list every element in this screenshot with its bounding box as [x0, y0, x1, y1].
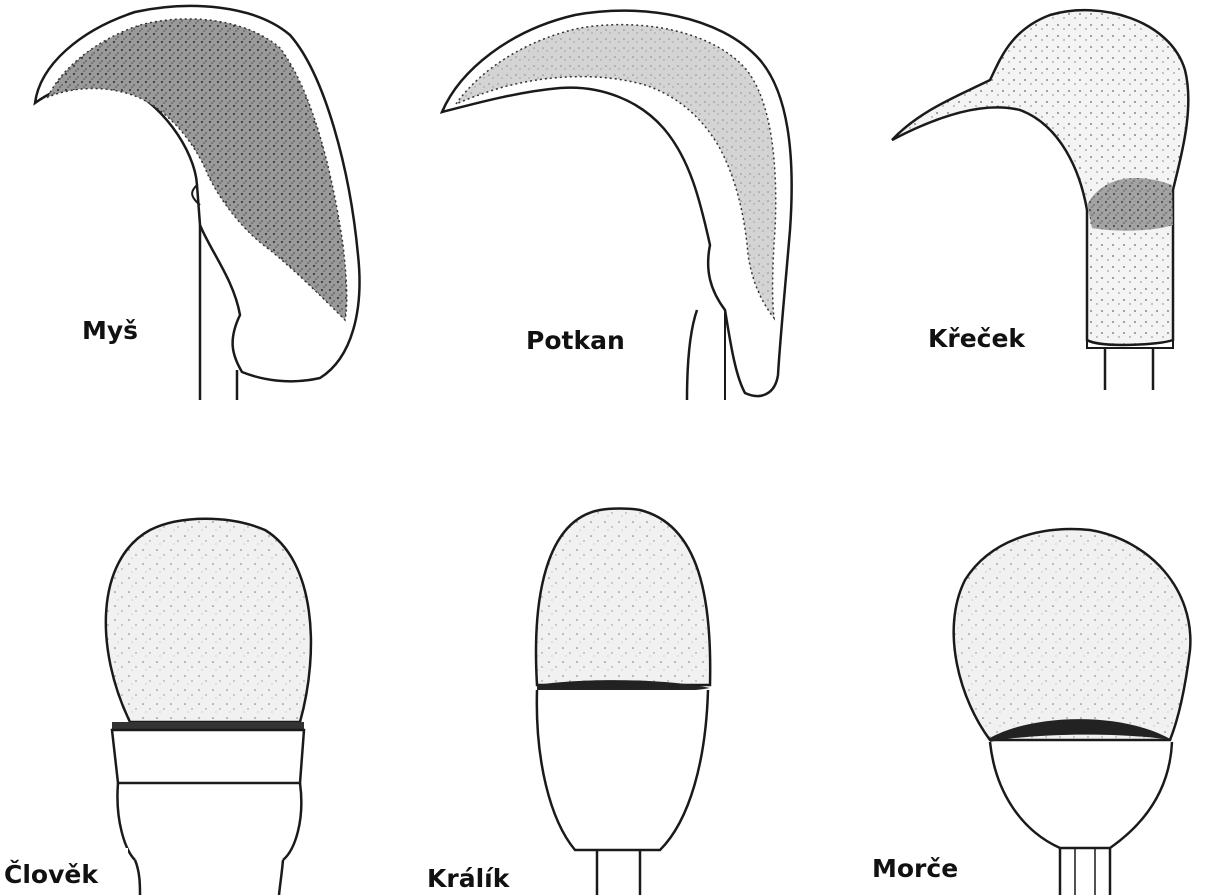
label-human: Člověk: [0, 848, 128, 895]
label-guinea-pig: Morče: [858, 828, 1018, 895]
label-rabbit: Králík: [415, 852, 565, 895]
human-sperm-head: [106, 519, 311, 895]
label-hamster: Křeček: [910, 308, 1080, 368]
label-rat: Potkan: [512, 310, 652, 374]
label-mouse: Myš: [62, 300, 172, 362]
rabbit-sperm-head: [536, 509, 710, 895]
